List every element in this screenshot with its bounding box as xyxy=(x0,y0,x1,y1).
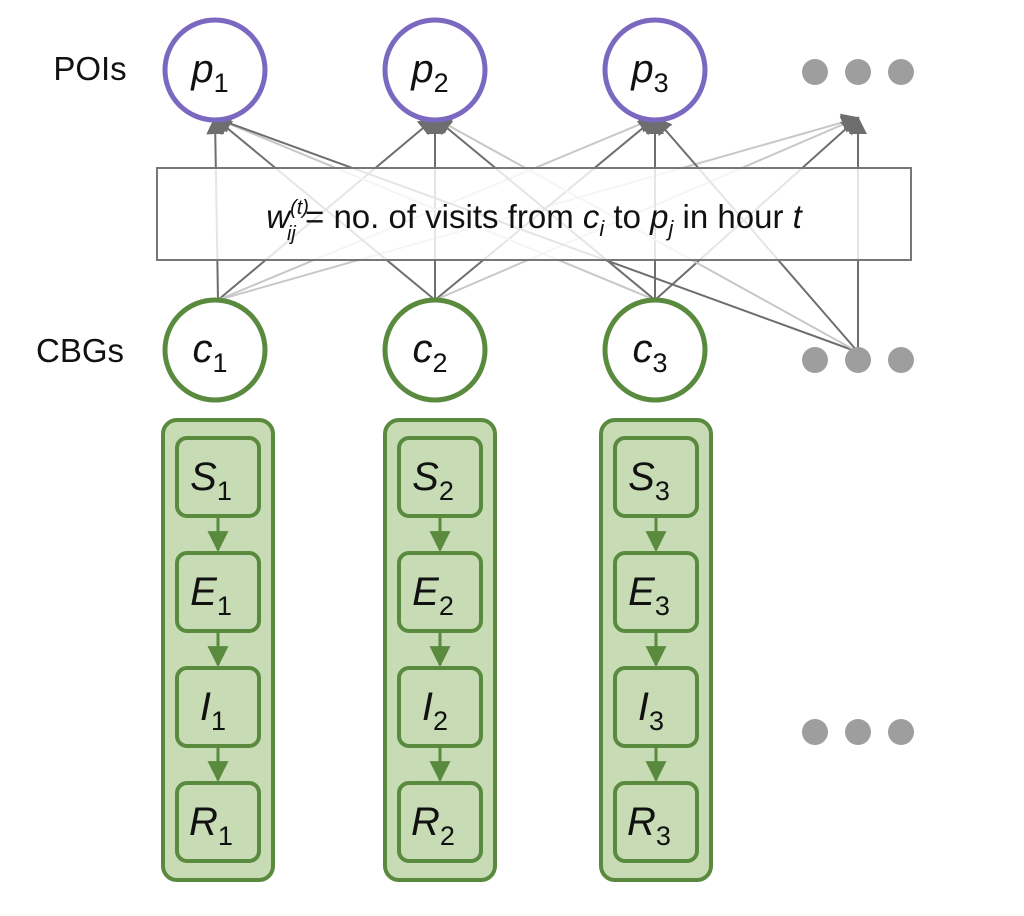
svg-text:c1: c1 xyxy=(192,327,227,378)
compartment-column-1: S1 E1 I1 R1 xyxy=(161,418,275,882)
compartment-i1: I1 xyxy=(200,685,226,736)
pois-row-label: POIs xyxy=(53,50,126,87)
compartment-e1: E1 xyxy=(190,570,232,621)
cbg-node-2: c2 xyxy=(382,297,488,403)
svg-text:p1: p1 xyxy=(190,47,228,98)
compartment-s2: S2 xyxy=(412,455,454,506)
compartment-ellipsis xyxy=(802,719,914,745)
compartment-r2: R2 xyxy=(411,800,455,851)
svg-text:p3: p3 xyxy=(630,47,668,98)
weight-caption-box: w(t)ij = no. of visits from ci to pj in … xyxy=(156,167,912,261)
compartment-i3: I3 xyxy=(638,685,664,736)
compartment-s1: S1 xyxy=(190,455,232,506)
cbg-node-1: c1 xyxy=(162,297,268,403)
cbgs-row-label: CBGs xyxy=(36,332,124,369)
poi-node-3: p3 xyxy=(602,17,708,123)
svg-text:c2: c2 xyxy=(412,327,447,378)
compartment-r3: R3 xyxy=(627,800,671,851)
compartment-column-3: S3 E3 I3 R3 xyxy=(599,418,713,882)
poi-node-1: p1 xyxy=(162,17,268,123)
poi-node-2: p2 xyxy=(382,17,488,123)
cbg-node-3: c3 xyxy=(602,297,708,403)
weight-caption-text: w(t)ij = no. of visits from ci to pj in … xyxy=(266,197,803,245)
poi-ellipsis xyxy=(802,59,914,85)
svg-text:p2: p2 xyxy=(410,47,448,98)
compartment-column-2: S2 E2 I2 R2 xyxy=(383,418,497,882)
compartment-e3: E3 xyxy=(628,570,670,621)
compartment-i2: I2 xyxy=(422,685,448,736)
compartment-s3: S3 xyxy=(628,455,670,506)
compartment-e2: E2 xyxy=(412,570,454,621)
svg-text:c3: c3 xyxy=(632,327,667,378)
compartment-r1: R1 xyxy=(189,800,233,851)
cbg-ellipsis xyxy=(802,347,914,373)
